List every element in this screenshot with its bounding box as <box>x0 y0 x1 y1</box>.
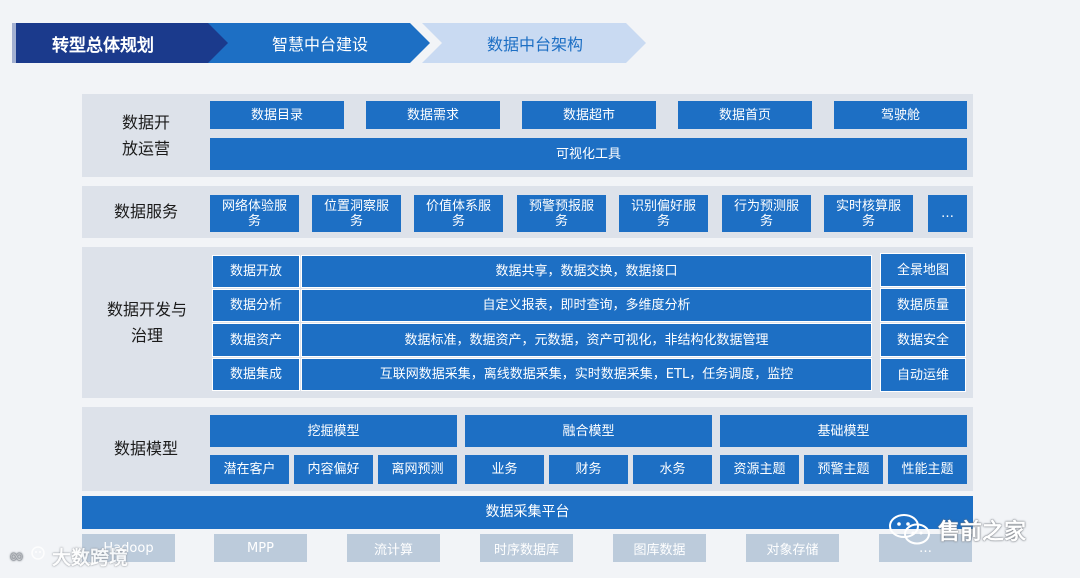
governance-row-open-name[interactable]: 数据开放 <box>212 255 300 288</box>
governance-row-analysis-name[interactable]: 数据分析 <box>212 289 300 322</box>
visualization-tools-bar[interactable]: 可视化工具 <box>210 138 967 170</box>
governance-row-assets-desc[interactable]: 数据标准，数据资产，元数据，资产可视化，非结构化数据管理 <box>301 323 872 357</box>
operations-item-demand[interactable]: 数据需求 <box>366 101 500 129</box>
service-early-warning[interactable]: 预警预报服 务 <box>517 195 606 232</box>
governance-side-panorama-map[interactable]: 全景地图 <box>880 253 966 287</box>
governance-row-open-desc[interactable]: 数据共享，数据交换，数据接口 <box>301 255 872 288</box>
operations-item-catalog[interactable]: 数据目录 <box>210 101 344 129</box>
data-collection-platform-bar[interactable]: 数据采集平台 <box>82 496 973 529</box>
storage-mpp[interactable]: MPP <box>214 534 307 562</box>
service-location-insight[interactable]: 位置洞察服 务 <box>312 195 401 232</box>
storage-stream-computing[interactable]: 流计算 <box>347 534 440 562</box>
models-label: 数据模型 <box>113 439 178 458</box>
model-item-water[interactable]: 水务 <box>633 455 712 484</box>
breadcrumb-step-active[interactable]: 转型总体规划 <box>52 35 154 56</box>
model-item-potential-customer[interactable]: 潜在客户 <box>210 455 289 484</box>
operations-item-home[interactable]: 数据首页 <box>678 101 812 129</box>
breadcrumb-step-3[interactable]: 数据中台架构 <box>486 35 583 54</box>
wechat-icon <box>889 514 930 545</box>
governance-side-data-quality[interactable]: 数据质量 <box>880 288 966 322</box>
service-preference-recognition[interactable]: 识别偏好服 务 <box>619 195 708 232</box>
service-network-experience[interactable]: 网络体验服 务 <box>210 195 299 232</box>
storage-graph-db[interactable]: 图库数据 <box>613 534 706 562</box>
operations-item-market[interactable]: 数据超市 <box>522 101 656 129</box>
storage-more[interactable]: … <box>879 534 972 562</box>
governance-row-integration-name[interactable]: 数据集成 <box>212 358 300 391</box>
operations-item-cockpit[interactable]: 驾驶舱 <box>834 101 967 129</box>
operations-label: 数据开 放运营 <box>121 112 170 158</box>
model-item-performance-theme[interactable]: 性能主题 <box>888 455 967 484</box>
service-more[interactable]: … <box>928 195 967 232</box>
governance-label: 数据开发与 治理 <box>106 299 187 345</box>
breadcrumb-step-1-shape <box>12 23 234 63</box>
governance-row-assets-name[interactable]: 数据资产 <box>212 323 300 357</box>
watermark-left-text: 大数跨境 <box>52 546 129 569</box>
model-item-churn-prediction[interactable]: 离网预测 <box>378 455 457 484</box>
watermark-left: ∞ 大数跨境 <box>8 541 128 571</box>
governance-row-integration-desc[interactable]: 互联网数据采集，离线数据采集，实时数据采集，ETL，任务调度，监控 <box>301 358 872 391</box>
governance-side-data-security[interactable]: 数据安全 <box>880 323 966 357</box>
model-item-resource-theme[interactable]: 资源主题 <box>720 455 799 484</box>
governance-row-analysis-desc[interactable]: 自定义报表，即时查询，多维度分析 <box>301 289 872 322</box>
breadcrumb-step-2[interactable]: 智慧中台建设 <box>271 35 368 54</box>
model-base-title[interactable]: 基础模型 <box>720 415 967 447</box>
service-value-system[interactable]: 价值体系服 务 <box>414 195 503 232</box>
model-fusion-title[interactable]: 融合模型 <box>465 415 712 447</box>
storage-hadoop[interactable]: Hadoop <box>82 534 175 562</box>
model-item-content-preference[interactable]: 内容偏好 <box>294 455 373 484</box>
model-mining-title[interactable]: 挖掘模型 <box>210 415 457 447</box>
svg-text:∞: ∞ <box>9 546 24 567</box>
services-label: 数据服务 <box>113 202 178 221</box>
service-behavior-prediction[interactable]: 行为预测服 务 <box>722 195 811 232</box>
watermark-right: 售前之家 <box>888 511 1026 549</box>
breadcrumb-step-2-shape <box>208 23 430 63</box>
watermark-right-text: 售前之家 <box>938 520 1027 545</box>
chat-logo-icon: ∞ <box>9 546 45 567</box>
breadcrumb <box>12 23 646 63</box>
storage-object-storage[interactable]: 对象存储 <box>746 534 839 562</box>
breadcrumb-step-3-shape <box>422 23 646 63</box>
storage-timeseries-db[interactable]: 时序数据库 <box>480 534 573 562</box>
governance-side-auto-ops[interactable]: 自动运维 <box>880 358 966 392</box>
model-item-warning-theme[interactable]: 预警主题 <box>804 455 883 484</box>
model-item-business[interactable]: 业务 <box>465 455 544 484</box>
service-realtime-accounting[interactable]: 实时核算服 务 <box>824 195 913 232</box>
model-item-finance[interactable]: 财务 <box>549 455 628 484</box>
